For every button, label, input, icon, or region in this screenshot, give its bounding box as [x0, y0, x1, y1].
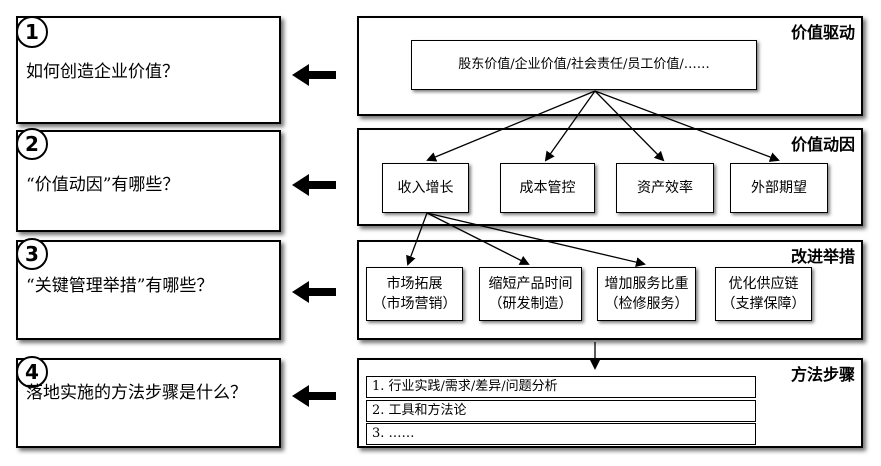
- connector-value-to-cost: [544, 90, 596, 162]
- node-revenue-growth: 收入增长: [382, 163, 469, 213]
- question-text-4: 落地实施的方法步骤是什么？: [26, 383, 247, 403]
- connector-value-to-revenue: [426, 90, 596, 162]
- panel-methods: 方法步骤 1. 行业实践/需求/差异/问题分析 2. 工具和方法论 3. ……: [357, 358, 863, 448]
- panel-value-drivers: 价值动因 收入增长 成本管控 资产效率 外部期望: [357, 128, 863, 226]
- connector-value-to-asset: [594, 90, 665, 162]
- node-cost-control: 成本管控: [500, 163, 595, 213]
- left-arrow-icon-2: [292, 174, 336, 196]
- left-arrow-icon-1: [292, 64, 336, 86]
- node-market-expansion: 市场拓展 （市场营销）: [366, 267, 463, 321]
- panel-title-methods: 方法步骤: [790, 365, 855, 384]
- panel-title-value-drivers: 价值动因: [790, 135, 855, 154]
- node-shorten-product-time-line2: （研发制造）: [488, 296, 573, 312]
- question-text-3: “关键管理举措”有哪些？: [26, 276, 214, 296]
- panel-improvements: 改进举措 市场拓展 （市场营销） 缩短产品时间 （研发制造） 增加服务比重 （检…: [357, 240, 863, 340]
- question-text-1: 如何创造企业价值？: [26, 62, 179, 82]
- node-increase-service-line2: （检修服务）: [604, 296, 689, 312]
- connector-revenue-to-product: [426, 212, 530, 265]
- question-box-2: [16, 130, 281, 232]
- method-step-3: 3. ……: [366, 423, 756, 445]
- node-increase-service-line1: 增加服务比重: [604, 276, 689, 292]
- node-optimize-supply-chain: 优化供应链 （支撑保障）: [715, 267, 812, 321]
- connector-value-to-external: [594, 90, 780, 162]
- connector-revenue-to-market: [406, 212, 428, 266]
- node-optimize-supply-chain-line2: （支撑保障）: [721, 296, 806, 312]
- node-shorten-product-time: 缩短产品时间 （研发制造）: [479, 267, 582, 321]
- node-value-types: 股东价值/企业价值/社会责任/员工价值/……: [411, 40, 757, 90]
- connector-revenue-to-service: [426, 212, 646, 268]
- question-text-2: “价值动因”有哪些？: [26, 175, 180, 195]
- step-badge-1: 1: [16, 16, 48, 48]
- question-box-1: [16, 16, 281, 124]
- node-asset-efficiency: 资产效率: [616, 163, 714, 213]
- left-arrow-icon-4: [292, 385, 336, 407]
- question-box-4: [16, 358, 281, 448]
- step-badge-4: 4: [16, 356, 48, 388]
- node-shorten-product-time-line1: 缩短产品时间: [488, 276, 573, 292]
- panel-title-improvements: 改进举措: [790, 247, 855, 266]
- node-market-expansion-line2: （市场营销）: [372, 296, 457, 312]
- method-step-1: 1. 行业实践/需求/差异/问题分析: [366, 376, 756, 398]
- node-market-expansion-line1: 市场拓展: [386, 276, 443, 292]
- node-optimize-supply-chain-line1: 优化供应链: [728, 276, 799, 292]
- method-step-2: 2. 工具和方法论: [366, 400, 756, 422]
- left-arrow-icon-3: [292, 281, 336, 303]
- node-external-expectation: 外部期望: [730, 163, 828, 213]
- node-increase-service: 增加服务比重 （检修服务）: [597, 267, 696, 321]
- question-box-3: [16, 240, 281, 340]
- panel-title-value-drive: 价值驱动: [790, 23, 855, 42]
- step-badge-2: 2: [16, 128, 48, 160]
- step-badge-3: 3: [16, 238, 48, 270]
- panel-value-drive: 价值驱动 股东价值/企业价值/社会责任/员工价值/……: [357, 16, 863, 116]
